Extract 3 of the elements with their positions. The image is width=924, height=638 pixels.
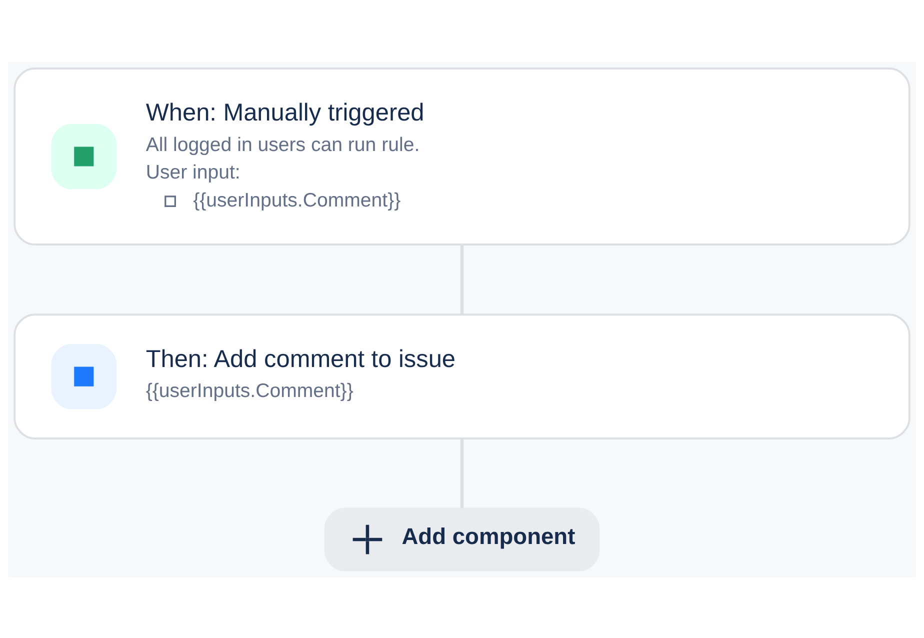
node-box: Add component — [324, 507, 600, 571]
node-box: Then: Add comment to issue {{userInputs.Comment}} — [14, 313, 910, 439]
node-box: When: Manually triggered All logged in users can run rule. User input: {{userInputs.Comment}} — [14, 67, 910, 245]
